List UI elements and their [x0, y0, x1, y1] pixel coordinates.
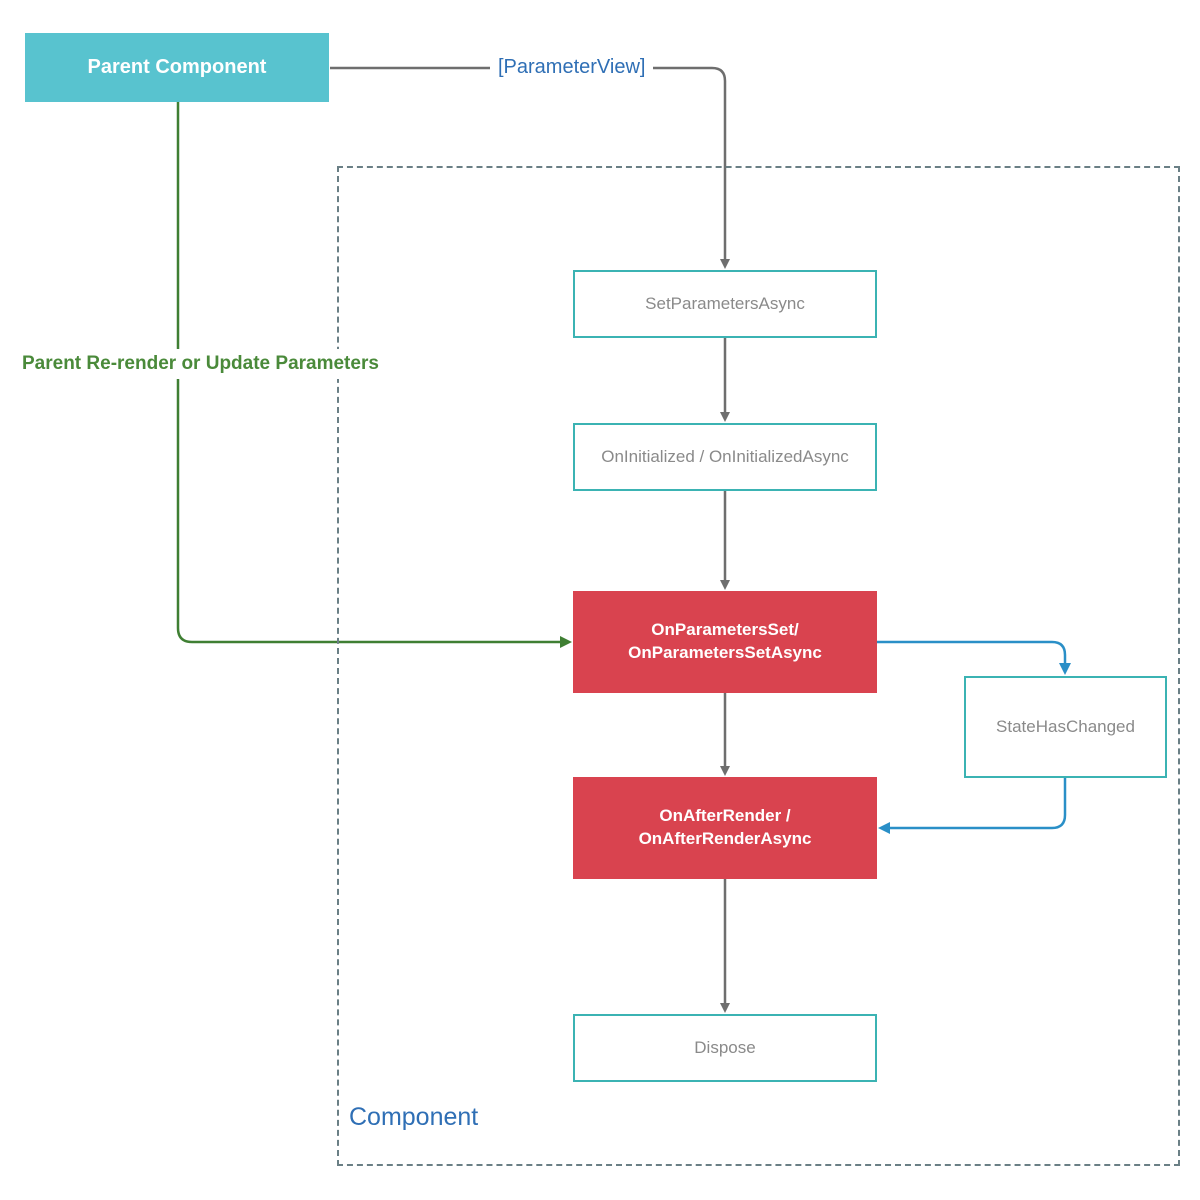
parameter-view-label: [ParameterView]	[490, 56, 654, 79]
arrow-parent-rerender	[176, 102, 572, 648]
on-after-render-label: OnAfterRender / OnAfterRenderAsync	[638, 806, 812, 848]
parent-component-label: Parent Component	[87, 56, 267, 78]
dispose-label: Dispose	[694, 1037, 756, 1057]
arrow-paramset-to-statehaschanged	[877, 640, 1071, 675]
component-label: Component	[349, 1103, 479, 1131]
set-parameters-async-label: SetParametersAsync	[645, 293, 805, 313]
state-has-changed-node: StateHasChanged	[964, 676, 1167, 778]
on-after-render-node: OnAfterRender / OnAfterRenderAsync	[573, 777, 877, 879]
arrow-parameter-view	[330, 66, 730, 269]
on-parameters-set-label: OnParametersSet/ OnParametersSetAsync	[628, 620, 822, 662]
parent-component-node: Parent Component	[25, 33, 329, 102]
on-initialized-node: OnInitialized / OnInitializedAsync	[573, 423, 877, 491]
on-parameters-set-node: OnParametersSet/ OnParametersSetAsync	[573, 591, 877, 693]
parent-rerender-label: Parent Re-render or Update Parameters	[16, 349, 385, 379]
arrow-statehaschanged-to-afterrender	[878, 778, 1067, 834]
state-has-changed-label: StateHasChanged	[996, 716, 1135, 736]
dispose-node: Dispose	[573, 1014, 877, 1082]
on-initialized-label: OnInitialized / OnInitializedAsync	[601, 446, 849, 466]
component-boundary	[337, 166, 1180, 1166]
set-parameters-async-node: SetParametersAsync	[573, 270, 877, 338]
